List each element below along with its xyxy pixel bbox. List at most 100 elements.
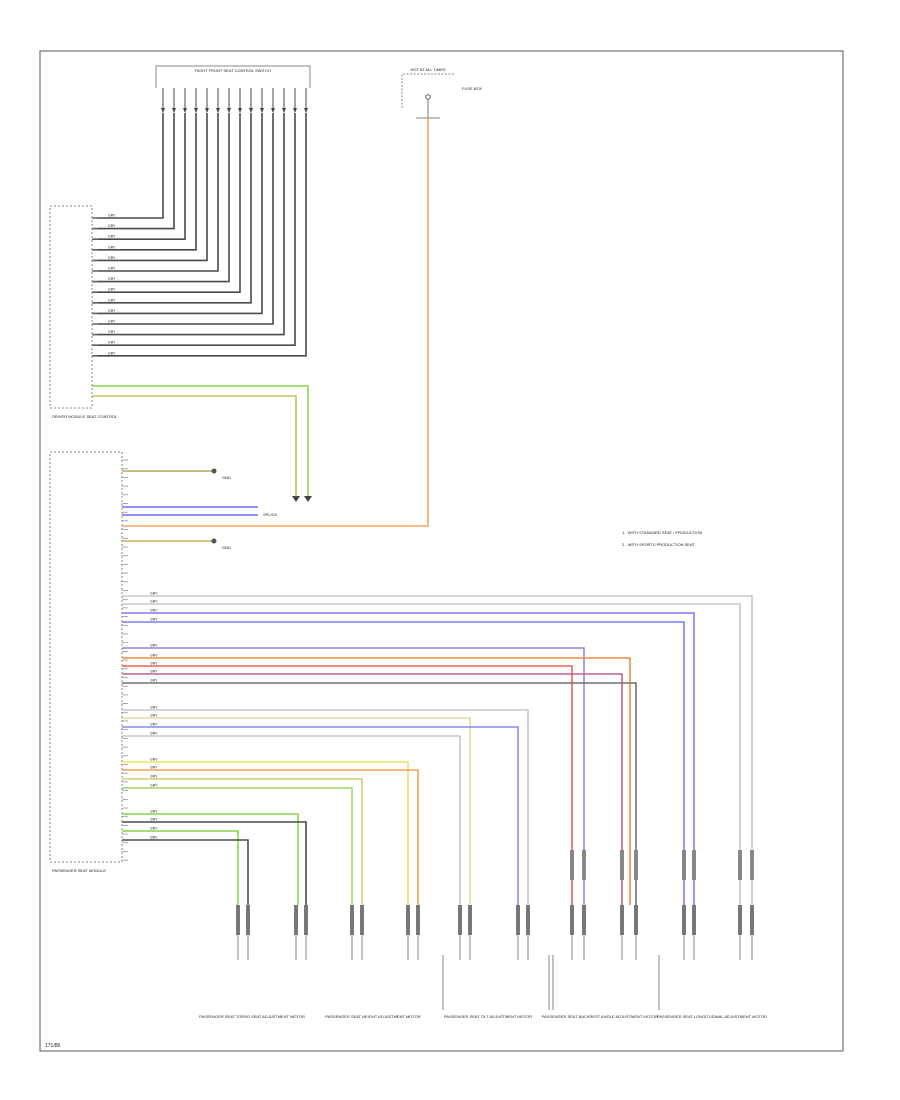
bus-wire [92, 113, 164, 219]
wire-color-tag: GRY [150, 618, 158, 622]
signal-wire [122, 787, 353, 905]
signal-wire [122, 682, 637, 905]
bus-wire [92, 113, 197, 251]
connector-pin [692, 905, 696, 935]
connector-pin [246, 905, 250, 935]
connector-pin-upper [738, 850, 742, 880]
connector-pin [570, 905, 574, 935]
signal-wire [122, 621, 685, 905]
wire-color-tag: GRY [150, 679, 158, 683]
signal-wire [122, 673, 623, 905]
connector-pin [738, 905, 742, 935]
connector-pin-upper [682, 850, 686, 880]
signal-wire [122, 813, 299, 905]
pin-arrow [238, 108, 242, 113]
bottom-motor-labels: PASSENGER SEAT TORSO SEAT ADJUSTMENT MOT… [199, 1014, 767, 1019]
passenger-module-pins: GRY GRY GRY GRY GRY GRY GRY GRY GRY GRY GRY GRY GRY G… [122, 459, 158, 861]
wire-color-tag: GRY [150, 810, 158, 814]
wire-color-tag: GRY [108, 341, 116, 345]
connector-pin [468, 905, 472, 935]
signal-wire [122, 647, 585, 905]
signal-wire [122, 830, 239, 905]
signal-wire [122, 761, 409, 905]
motor-label-1: PASSENGER SEAT TORSO SEAT ADJUSTMENT MOT… [199, 1014, 305, 1019]
connector-pin [350, 905, 354, 935]
connector-pin [304, 905, 308, 935]
connector-pin [634, 905, 638, 935]
wire-color-tag: GRY [150, 784, 158, 788]
group-separators [442, 955, 660, 1010]
fuse-symbol [425, 94, 431, 100]
wire-color-tag: GRY [150, 723, 158, 727]
motor-label-5: PASSENGER SEAT LONGITUDINAL ADJUSTMENT M… [657, 1014, 767, 1019]
fuse-box-label: HOT AT ALL TIMES [410, 67, 445, 72]
connector-pin [620, 905, 624, 935]
pin-arrow [216, 108, 220, 113]
signal-wire [122, 821, 307, 905]
pin-arrow [282, 108, 286, 113]
driver-seat-module: DRIVER MODULE SEAT CONTROL GRYGRYGRYGRYG… [49, 205, 118, 419]
connector-pin [416, 905, 420, 935]
wire-color-tag: GRY [150, 600, 158, 604]
connector-pin [458, 905, 462, 935]
connector-pin [294, 905, 298, 935]
connector-pin-upper [634, 850, 638, 880]
motor-label-4: PASSENGER SEAT BACKREST ANGLE ADJUSTMENT… [542, 1014, 659, 1019]
pin-arrow [194, 108, 198, 113]
connector-pin [750, 905, 754, 935]
pin-arrow [249, 108, 253, 113]
diagram-footer-id: 171/86 [45, 1043, 61, 1049]
signal-wire [122, 657, 631, 905]
connector-pin [236, 905, 240, 935]
pin-arrow [293, 108, 297, 113]
wire-olive [92, 395, 297, 500]
wire-color-tag: GRY [150, 766, 158, 770]
wire-color-tag: GRY [108, 298, 116, 302]
bus-wire [92, 113, 263, 315]
driver-module-pins: GRYGRYGRYGRYGRYGRYGRYGRYGRYGRYGRYGRYGRYG… [92, 214, 116, 357]
wire-color-tag: GRY [108, 320, 116, 324]
fuse-box: HOT AT ALL TIMES FUSE BOX [401, 67, 483, 119]
pin-arrow [227, 108, 231, 113]
bus-wire [92, 113, 285, 336]
splice-arrow [304, 496, 312, 502]
signal-wire [122, 612, 695, 905]
fuse-note: FUSE BOX [462, 86, 483, 91]
wire-color-tag: GRY [108, 277, 116, 281]
wire-color-tag: GRY [150, 592, 158, 596]
wire-color-tag: GRY [150, 706, 158, 710]
ground-lower: GND [211, 538, 231, 550]
passenger-seat-module: PASSENGER SEAT MODULE GRYGRYGRYGRYGRYGRY… [49, 451, 158, 873]
note-2: 2 - WITH SPORTS PRODUCTION SEAT [622, 542, 695, 547]
motor-label-2: PASSENGER SEAT HEIGHT ADJUSTMENT MOTOR [325, 1014, 421, 1019]
top-switch-connector: RIGHT FRONT SEAT CONTROL SWITCH [155, 65, 311, 113]
wire-color-tag: GRY [150, 670, 158, 674]
connector-pin [682, 905, 686, 935]
connector-pin [516, 905, 520, 935]
signal-wire [122, 603, 741, 905]
diagram-frame [39, 50, 844, 1052]
signal-wire [122, 769, 419, 905]
wire-color-tag: GRY [150, 714, 158, 718]
bus-wire [92, 113, 186, 240]
wire-color-tag: GRY [108, 330, 116, 334]
motor-label-3: PASSENGER SEAT TILT ADJUSTMENT MOTOR [444, 1014, 532, 1019]
wire-color-tag: GRY [150, 758, 158, 762]
wire-color-tag: GRY [150, 818, 158, 822]
pin-arrow [304, 108, 308, 113]
svg-text:GND: GND [222, 545, 231, 550]
signal-wire [122, 595, 753, 905]
bottom-connectors [236, 850, 754, 960]
signal-wire [122, 778, 363, 905]
connector-pin [406, 905, 410, 935]
wire-color-tag: GRY [108, 245, 116, 249]
top-switch-pins [161, 88, 308, 113]
wire-color-tag: GRY [108, 224, 116, 228]
legend-notes: 1 - WITH STANDARD SEAT / PRODUCTION 2 - … [622, 530, 702, 547]
wire-color-tag: GRY [150, 775, 158, 779]
pin-arrow [183, 108, 187, 113]
splice-point: SPLICE [263, 512, 278, 517]
bus-wire [92, 113, 219, 272]
svg-text:GND: GND [222, 475, 231, 480]
